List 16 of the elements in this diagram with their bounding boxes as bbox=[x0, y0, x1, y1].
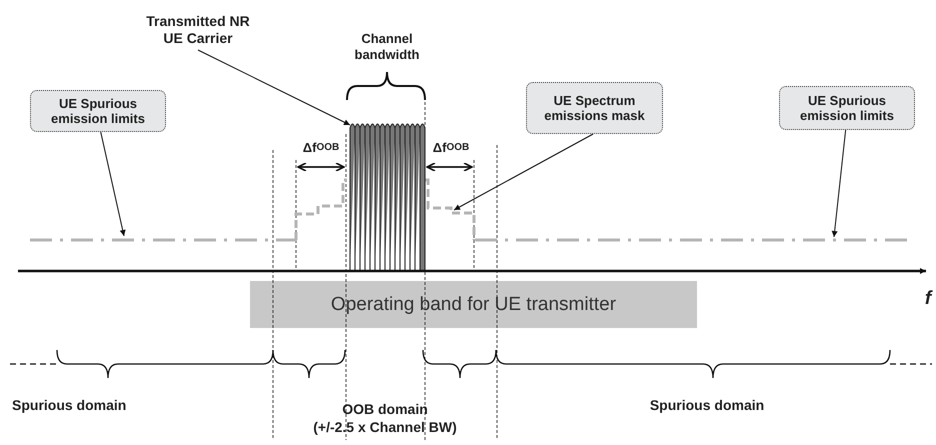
leader-line bbox=[198, 50, 350, 126]
domain-label: OOB domain bbox=[341, 400, 429, 418]
carrier-waveform-drawing bbox=[350, 124, 426, 272]
leader-text: Transmitted NR UE Carrier bbox=[138, 10, 258, 50]
callout-box: UE Spectrum emissions mask bbox=[526, 82, 663, 134]
callout-box: UE Spurious emission limits bbox=[30, 90, 166, 132]
operating-band: Operating band for UE transmitter bbox=[250, 281, 697, 328]
domain-label: Spurious domain bbox=[12, 396, 128, 414]
domain-label: Spurious domain bbox=[648, 396, 766, 414]
leader-line bbox=[454, 134, 594, 210]
label: Channel bandwidth bbox=[354, 30, 420, 64]
callout-box: UE Spurious emission limits bbox=[779, 86, 915, 130]
domain-label: (+/-2.5 x Channel BW) bbox=[312, 418, 458, 436]
axis-label: f bbox=[924, 288, 934, 310]
leader-line bbox=[832, 130, 846, 238]
leader-line bbox=[100, 132, 126, 236]
